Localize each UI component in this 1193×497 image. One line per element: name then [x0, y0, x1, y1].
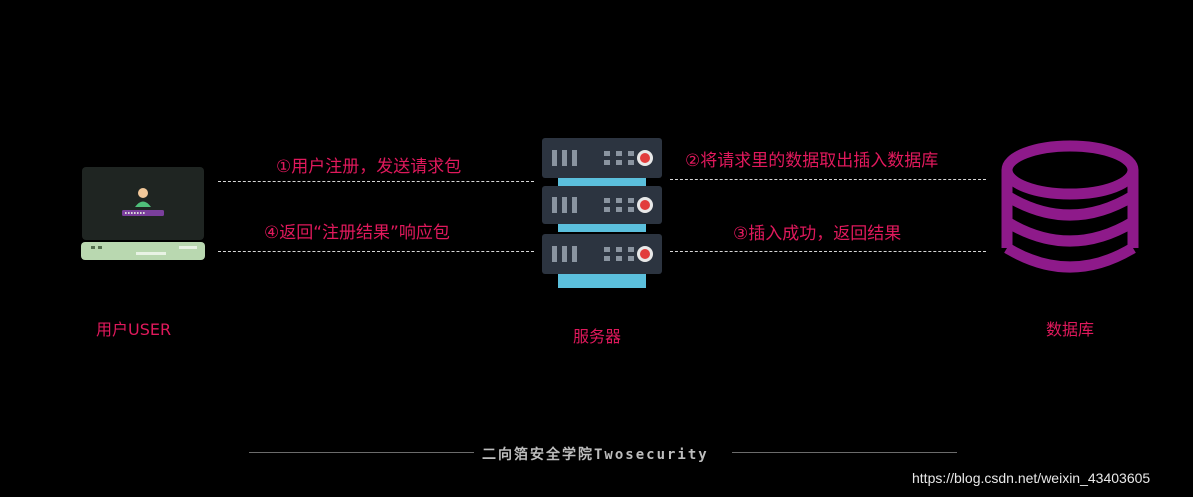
connector-user-to-server	[218, 181, 534, 182]
arrow-label-step2: ②将请求里的数据取出插入数据库	[685, 151, 939, 171]
arrow-label-step3: ③插入成功，返回结果	[733, 224, 902, 244]
server-icon	[542, 138, 662, 288]
footer-divider-right	[732, 452, 957, 453]
connector-database-to-server	[670, 251, 986, 252]
user-label: 用户USER	[96, 320, 172, 339]
connector-server-to-user	[218, 251, 534, 252]
footer-divider-left	[249, 452, 474, 453]
server-label: 服务器	[573, 327, 622, 346]
connector-server-to-database	[670, 179, 986, 180]
database-icon	[1001, 140, 1139, 273]
arrow-label-step1: ①用户注册，发送请求包	[276, 157, 462, 177]
footer-brand: 二向箔安全学院Twosecurity	[482, 447, 709, 463]
watermark-url: https://blog.csdn.net/weixin_43403605	[912, 470, 1151, 486]
arrow-label-step4: ④返回“注册结果”响应包	[264, 223, 450, 243]
database-label: 数据库	[1046, 320, 1095, 339]
laptop-icon	[81, 167, 205, 260]
